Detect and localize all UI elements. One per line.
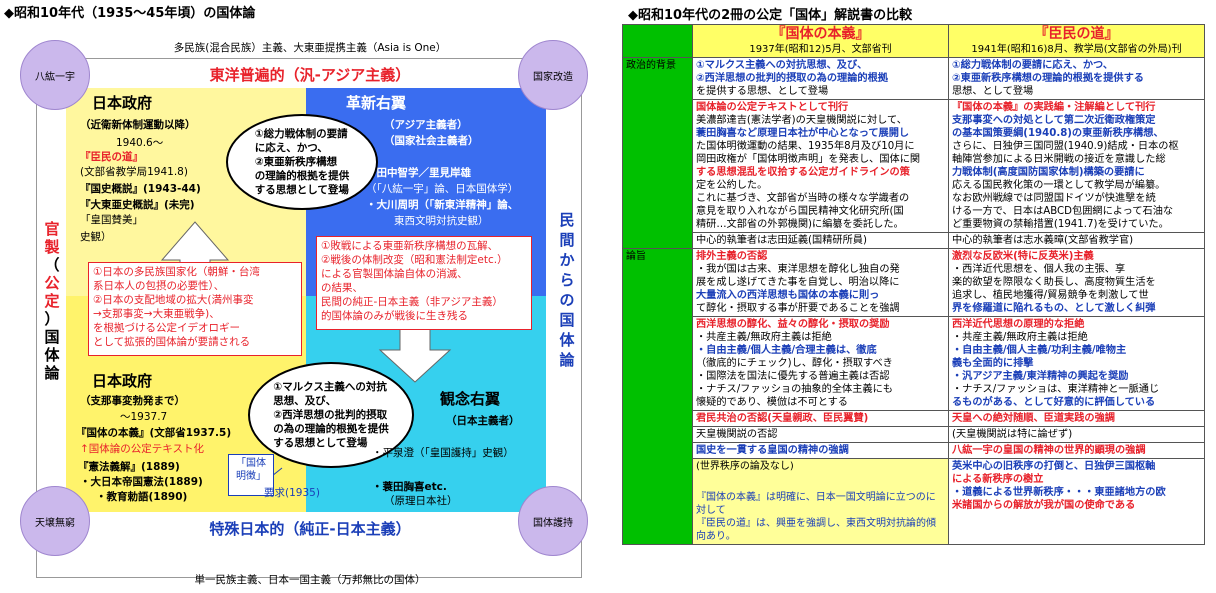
table-row: 国体論の公定テキストとして刊行 美濃部達吉(憲法学者)の天皇機関説に対して、蓑田…: [623, 99, 1205, 233]
bottom-axis-label: 特殊日本的（純正-日本主義）: [209, 520, 411, 538]
table-row: 国史を一貫する皇国の精神の強調 八紘一宇の皇国の精神の世界的顕現の強調: [623, 442, 1205, 459]
top-note: 多民族(混合民族）主義、大東亜提携主義（Asia is One）: [173, 42, 447, 54]
tl-line6: 『大東亜史概説』(未完): [80, 199, 195, 211]
tr-line4: （「八紘一宇」論、日本国体学）: [366, 183, 519, 195]
table-row: 西洋思想の醇化、益々の醇化・摂取の奨励 ・共産主義/無政府主義は拒絶・自由主義/…: [623, 316, 1205, 411]
top-axis-label: 東洋普遍的（汎-アジア主義）: [209, 66, 411, 84]
br-line2: ・平泉澄（「皇国護持」史観）: [372, 447, 514, 459]
redbox-postwar: ①敗戦による東亜新秩序構想の瓦解、②戦後の体制改変（昭和憲法制定etc.） によ…: [316, 236, 532, 330]
table-row: 政治的背景 ①マルクス主義への対抗思想、及び、 ②西洋思想の批判的摂取の為の理論…: [622, 57, 1205, 249]
diagram-title: ◆昭和10年代（1935～45年頃）の国体論: [4, 6, 256, 21]
circle-hakko-ichiu: 八紘一宇: [20, 40, 90, 110]
br-line3: ・蓑田胸喜etc.: [372, 481, 447, 493]
row-label-thesis: 論旨: [622, 248, 693, 545]
br-line1: （日本主義者）: [446, 415, 520, 427]
comparison-title: ◆昭和10年代の2冊の公定「国体」解説書の比較: [628, 8, 913, 23]
br-heading: 観念右翼: [440, 390, 501, 408]
col-kokutai-no-hongi: 『国体の本義』 1937年(昭和12)5月、文部省刊: [692, 24, 949, 58]
redbox-expansion: ①日本の多民族国家化（朝鮮・台湾系日本人の包摂の必要性）、 ②日本の支配地域の拡…: [88, 262, 302, 356]
circle-tenjo-mukyu: 天壌無窮: [20, 486, 90, 556]
tr-line1: （アジア主義者）: [384, 119, 468, 131]
col-shinmin-no-michi: 『臣民の道』 1941年(昭和16)8月、教学局(文部省の外局)刊: [948, 24, 1205, 58]
table-header-row: 『国体の本義』 1937年(昭和12)5月、文部省刊 『臣民の道』 1941年(…: [622, 24, 1205, 58]
bl-line3: 『国体の本義』(文部省1937.5): [76, 427, 232, 439]
table-row: 君民共治の否認(天皇親政、臣民翼賛) 天皇への絶対随順、臣道実践の強調: [623, 410, 1205, 427]
oval-bottom: ①マルクス主義への対抗思想、及び、 ②西洋思想の批判的摂取の為の理論的根拠を提供…: [248, 362, 414, 468]
demand-label: 要求(1935): [264, 487, 320, 499]
table-row: 論旨 排外主義の否認 ・我が国は古来、東洋思想を醇化し独自の発展を成し遂げてきた…: [622, 248, 1205, 545]
bl-line6: ・大日本帝国憲法(1889): [80, 476, 203, 488]
tl-line3: 『臣民の道』: [80, 151, 143, 163]
footnote-cell: (世界秩序の論及なし) 『国体の本義』は明確に、日本一国文明論に立つのに対して …: [692, 458, 949, 545]
tr-line3: ・田中智学／里見岸雄: [366, 167, 471, 179]
table-row: 天皇機関説の否認 (天皇機関説は特に論ぜず): [623, 426, 1205, 443]
comparison-table: 『国体の本義』 1937年(昭和12)5月、文部省刊 『臣民の道』 1941年(…: [622, 24, 1205, 545]
kokutai-meicho-box: 「国体明徴」: [228, 454, 274, 496]
kokutai-diagram: ◆昭和10年代（1935～45年頃）の国体論 多民族(混合民族）主義、大東亜提携…: [0, 0, 600, 593]
comparison-panel: ◆昭和10年代の2冊の公定「国体」解説書の比較 『国体の本義』 1937年(昭和…: [620, 0, 1216, 593]
tr-line6: 東西文明対抗史観）: [394, 215, 489, 227]
tl-heading: 日本政府: [92, 94, 153, 112]
right-axis-label: 民間 から の国 体論: [559, 211, 575, 369]
circle-kokka-kaizo: 国家改造: [518, 40, 588, 110]
tl-line2: 1940.6～: [116, 137, 164, 149]
left-axis-label: 官製 （公 定） 国体 論: [44, 220, 60, 382]
tr-line2: （国家社会主義者）: [384, 135, 479, 147]
tl-line1: （近衛新体制運動以降）: [80, 119, 196, 131]
row-label-background: 政治的背景: [622, 57, 693, 249]
bottom-note: 単一民族主義、日本一国主義（万邦無比の国体）: [194, 574, 426, 586]
bl-line1: （支那事変勃発まで）: [80, 395, 185, 407]
bl-line4: ↑国体論の公定テキスト化: [80, 443, 204, 455]
bl-heading: 日本政府: [92, 372, 153, 390]
bl-line5: 『憲法義解』(1889): [78, 461, 180, 473]
bl-line7: ・教育勅語(1890): [96, 491, 188, 503]
tl-line5: 『国史概説』(1943-44): [80, 183, 201, 195]
table-row: 中心的執筆者は志田延義(国精研所員) 中心的執筆者は志水義暲(文部省教学官): [623, 232, 1205, 249]
bl-line2: ～1937.7: [120, 411, 168, 423]
tr-line5: ・大川周明（「新東洋精神」論、: [366, 199, 519, 211]
tl-line7: 「皇国賛美」: [80, 214, 143, 226]
oval-top: ①総力戦体制の要請に応え、かつ、 ②東亜新秩序構想の理論的根拠を提供 する思想と…: [226, 114, 378, 210]
tl-line8: 史観）: [80, 231, 112, 243]
tr-heading: 革新右翼: [346, 94, 407, 112]
br-line4: （原理日本社）: [384, 495, 458, 507]
tl-line4: (文部省教学局1941.8): [80, 166, 188, 178]
circle-kokutai-goji: 国体護持: [518, 486, 588, 556]
